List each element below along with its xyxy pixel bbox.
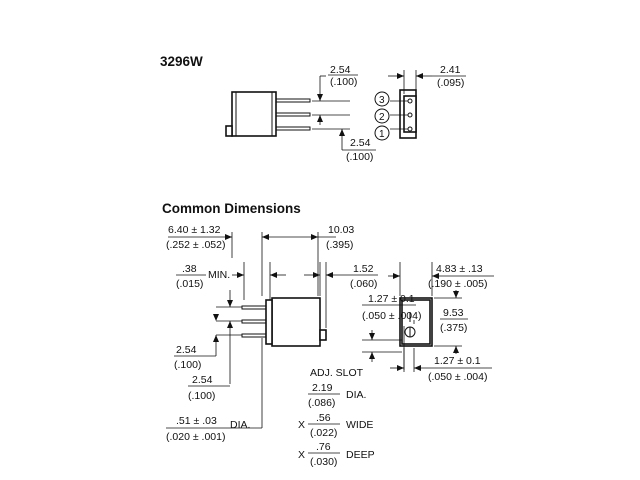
slot-dia-suffix: DIA. — [346, 389, 366, 401]
pitch-2-in: (.100) — [188, 390, 215, 402]
spacing-top-in: (.100) — [330, 76, 357, 88]
lead-offset-in: (.015) — [176, 278, 203, 290]
model-3296w-section: 3296W 2.54 (.100) 2.54 — [160, 54, 466, 163]
flange-mm: 1.52 — [353, 263, 374, 275]
lead-1 — [275, 126, 311, 131]
lead-diameter-dim: .51 ± .03 (.020 ± .001) DIA. — [166, 338, 263, 443]
overall-length-dim: 6.40 ± 1.32 (.252 ± .052) 10.03 (.395) — [166, 224, 354, 296]
end-inner — [403, 95, 417, 133]
model-title: 3296W — [160, 54, 203, 69]
common-lead-mid — [241, 319, 267, 324]
common-title: Common Dimensions — [162, 201, 301, 216]
slot-deep-label: DEEP — [346, 449, 375, 461]
lead-offset-mm: .38 — [182, 263, 197, 275]
end-width-in: (.095) — [437, 77, 464, 89]
spacing-bottom-in: (.100) — [346, 151, 373, 163]
pin-label-2-circle — [374, 108, 390, 124]
slot-deep-in: (.030) — [310, 456, 337, 468]
common-body-flange — [265, 299, 273, 345]
end-width-common-mm: 4.83 ± .13 — [436, 263, 483, 275]
adjustment-slot-notes: ADJ. SLOT 2.19 (.086) DIA. X .56 (.022) … — [298, 367, 375, 468]
side-body — [231, 91, 277, 137]
end-width-dim: 4.83 ± .13 (.190 ± .005) — [388, 262, 494, 296]
pin-label-2: 2 — [379, 112, 385, 123]
bottom-offset-mm: 1.27 ± 0.1 — [434, 355, 481, 367]
pitch-1-mm: 2.54 — [176, 344, 197, 356]
slot-deep-x: X — [298, 449, 305, 461]
pitch-1-in: (.100) — [174, 359, 201, 371]
body-length-in: (.395) — [326, 239, 353, 251]
slot-offset-in: (.050 ± .004) — [362, 310, 421, 322]
slot-wide-label: WIDE — [346, 419, 373, 431]
slot-wide-mm: .56 — [316, 412, 331, 424]
overall-length-mm: 6.40 ± 1.32 — [168, 224, 221, 236]
body-length-mm: 10.03 — [328, 224, 354, 236]
height-mm: 9.53 — [443, 307, 464, 319]
slot-dia-in: (.086) — [308, 397, 335, 409]
flange-dim: 1.52 (.060) — [304, 262, 378, 328]
common-end-view — [399, 297, 433, 370]
flange-in: (.060) — [350, 278, 377, 290]
common-body-foot — [319, 329, 327, 341]
pitch-2-mm: 2.54 — [192, 374, 213, 386]
bottom-offset-dim: 1.27 ± 0.1 (.050 ± .004) — [390, 348, 492, 383]
slot-offset-dim: 1.27 ± 0.1 (.050 ± .004) — [362, 293, 421, 362]
pin-label-3: 3 — [379, 95, 385, 106]
common-body — [271, 297, 321, 347]
common-end-inner — [401, 299, 431, 345]
lead-2 — [275, 112, 311, 117]
pin-label-1: 1 — [379, 129, 385, 140]
bottom-offset-in: (.050 ± .004) — [428, 371, 487, 383]
common-dimensions-section: Common Dimensions 6.40 ± 1.32 (.252 ± .0… — [162, 201, 494, 468]
slot-wide-x: X — [298, 419, 305, 431]
lead-dia-suffix: DIA. — [230, 419, 250, 431]
end-width-common-in: (.190 ± .005) — [428, 278, 487, 290]
slot-deep-mm: .76 — [316, 441, 331, 453]
end-width-mm: 2.41 — [440, 64, 461, 76]
common-lead-top — [241, 305, 267, 310]
slot-offset-mm: 1.27 ± 0.1 — [368, 293, 415, 305]
model-side-view — [225, 91, 311, 137]
common-side-view — [241, 297, 327, 347]
pin-label-1-circle — [374, 125, 390, 141]
body-foot — [225, 125, 233, 137]
model-lead-spacing-dim: 2.54 (.100) 2.54 (.100) — [312, 64, 376, 163]
height-dim: 9.53 (.375) — [434, 290, 468, 354]
overall-length-in: (.252 ± .052) — [166, 239, 225, 251]
spacing-top-mm: 2.54 — [330, 64, 351, 76]
lead-3 — [275, 98, 311, 103]
lead-dia-mm: .51 ± .03 — [176, 415, 217, 427]
pin-label-3-circle — [374, 91, 390, 107]
pitch-dims: 2.54 (.100) 2.54 (.100) — [174, 290, 242, 402]
lead-dia-in: (.020 ± .001) — [166, 431, 225, 443]
common-lead-bot — [241, 333, 267, 338]
lead-offset-dim: .38 (.015) MIN. — [176, 262, 286, 300]
slot-wide-in: (.022) — [310, 427, 337, 439]
model-end-view: 3 2 1 2.41 (.095) — [374, 64, 466, 141]
lead-offset-suffix: MIN. — [208, 269, 230, 281]
spacing-bottom-mm: 2.54 — [350, 137, 371, 149]
slot-title: ADJ. SLOT — [310, 367, 364, 379]
height-in: (.375) — [440, 322, 467, 334]
slot-dia-mm: 2.19 — [312, 382, 333, 394]
